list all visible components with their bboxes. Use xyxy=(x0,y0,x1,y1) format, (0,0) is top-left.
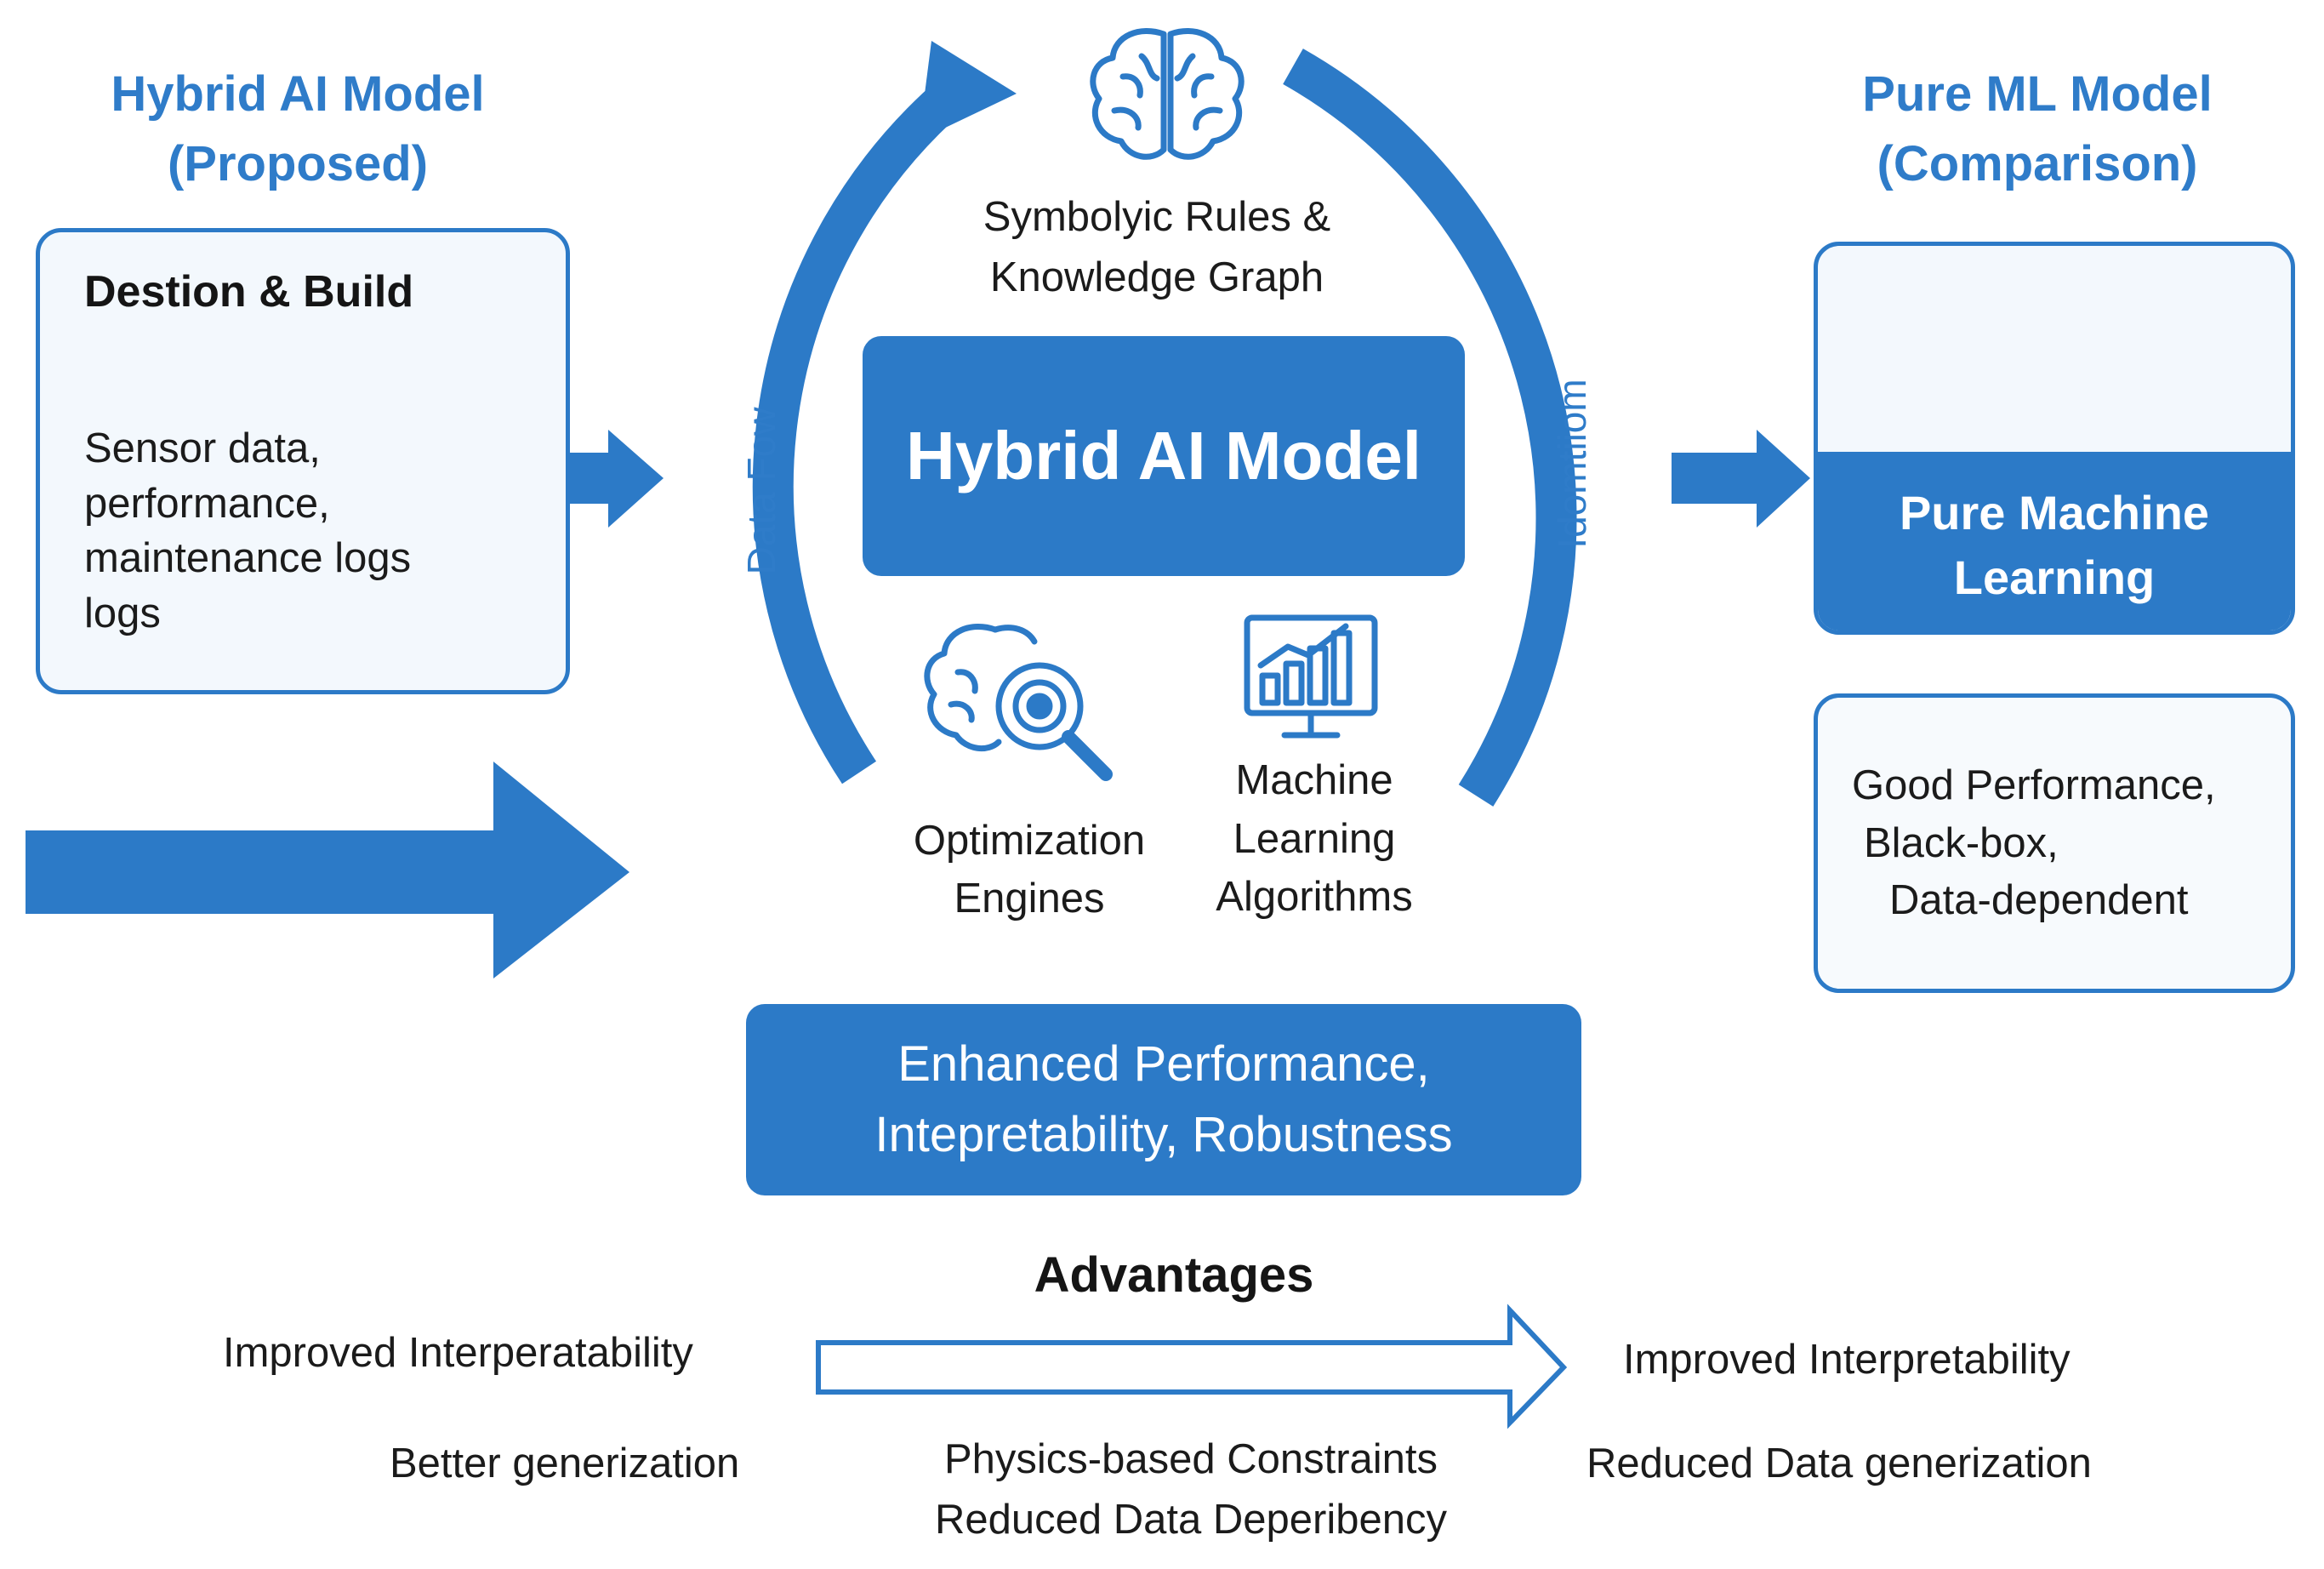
data-flow-label: Data Fow xyxy=(739,407,783,575)
caption-line1: Symbolyic Rules & xyxy=(983,194,1331,240)
input-data-panel: Destion & Build Sensor data, performance… xyxy=(36,228,570,694)
advantage-right-2: Reduced Data generization xyxy=(1586,1441,2092,1486)
brain-icon xyxy=(1090,28,1245,160)
advantage-middle-2: Reduced Data Deperibency xyxy=(935,1496,1447,1543)
result-line2: Intepretability, Robustness xyxy=(874,1106,1453,1162)
advantages-arrow xyxy=(816,1304,1568,1429)
pure-ml-line1: Pure Machine xyxy=(1899,486,2210,540)
pure-ml-box: Pure Machine Learning xyxy=(1814,242,2295,635)
panel-line-3: maintenance logs xyxy=(84,535,412,582)
right-title-line1: Pure ML Model xyxy=(1862,66,2213,122)
ml-line1: Machine xyxy=(1235,757,1393,803)
result-box: Enhanced Performance, Intepretability, R… xyxy=(746,1004,1581,1195)
left-title-line2: (Proposed) xyxy=(167,136,429,192)
advantages-heading: Advantages xyxy=(1034,1247,1314,1303)
optimization-engines-label: Optimization Engines xyxy=(876,813,1182,927)
cycle-arc-right xyxy=(1283,48,1577,807)
arc-right-label: Idomtiiom xyxy=(1550,379,1594,549)
caption-line2: Knowledge Graph xyxy=(989,254,1324,301)
cycle-arc-left xyxy=(752,41,1017,784)
pure-ml-line2: Learning xyxy=(1953,551,2156,604)
ml-algorithms-label: Machine Learning Algorithms xyxy=(1170,751,1459,927)
right-title: Pure ML Model (Comparison) xyxy=(1765,60,2310,200)
bar-chart-monitor-icon xyxy=(1244,614,1378,739)
ml-line3: Algorithms xyxy=(1216,874,1413,921)
advantage-middle-1: Physics-based Constraints xyxy=(943,1436,1438,1482)
optimization-line1: Optimization xyxy=(913,818,1146,864)
advantage-middle: Physics-based Constraints Reduced Data D… xyxy=(868,1429,1514,1549)
result-line1: Enhanced Performance, xyxy=(897,1036,1430,1093)
optimization-line2: Engines xyxy=(954,875,1105,921)
pure-ml-label: Pure Machine Learning xyxy=(1818,452,2291,630)
panel-line-4: logs xyxy=(84,591,161,637)
output-arrow xyxy=(1672,430,1810,528)
pure-ml-traits-panel: Good Performance, Black-box, Data-depend… xyxy=(1814,693,2295,993)
trait-3: Data-dependent xyxy=(1889,877,2189,924)
advantage-left-1: Improved Interperatability xyxy=(223,1330,693,1376)
hybrid-ai-model-label: Hybrid AI Model xyxy=(906,418,1421,494)
panel-body: Sensor data, performance, maintenance lo… xyxy=(84,421,561,642)
hybrid-ai-model-box: Hybrid AI Model xyxy=(863,336,1465,576)
symbolic-rules-caption: Symbolyic Rules & Knowledge Graph xyxy=(859,187,1455,308)
input-arrow xyxy=(566,430,664,528)
right-title-line2: (Comparison) xyxy=(1877,136,2198,192)
ml-line2: Learning xyxy=(1233,815,1396,862)
panel-line-2: performance, xyxy=(84,480,330,527)
left-title-line1: Hybrid AI Model xyxy=(111,66,485,122)
large-flow-arrow xyxy=(26,762,629,978)
panel-heading: Destion & Build xyxy=(84,267,414,317)
advantage-left-2: Better generization xyxy=(390,1441,740,1486)
panel-line-1: Sensor data, xyxy=(84,425,321,471)
trait-2: Black-box, xyxy=(1864,819,2059,866)
advantage-right-1: Improved Interpretability xyxy=(1623,1337,2071,1383)
left-title: Hybrid AI Model (Proposed) xyxy=(26,60,570,200)
brain-search-icon xyxy=(924,624,1113,781)
traits-text: Good Performance, Black-box, Data-depend… xyxy=(1852,757,2216,930)
trait-1: Good Performance, xyxy=(1852,762,2216,808)
